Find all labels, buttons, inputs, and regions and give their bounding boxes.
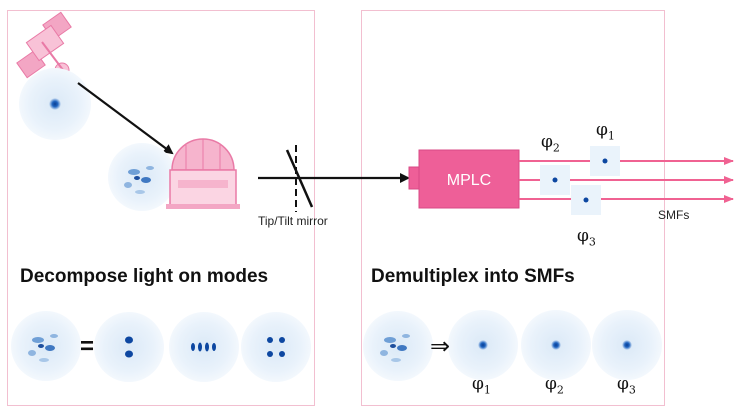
output-label-phi1: φ1 [472, 374, 491, 397]
equals-sign: = [80, 333, 95, 360]
mode-lp22-icon [241, 312, 311, 382]
satellite-icon [16, 11, 72, 79]
mirror-label: Tip/Tilt mirror [258, 214, 328, 228]
fiber-spot-3 [571, 185, 601, 215]
output-label-phi3: φ3 [617, 374, 636, 397]
demultiplex-heading: Demultiplex into SMFs [371, 266, 575, 287]
beam-label-phi3: φ3 [577, 226, 596, 249]
mode-lp31-icon [169, 312, 239, 382]
decompose-heading: Decompose light on modes [20, 266, 269, 287]
beam-label-phi1: φ1 [596, 120, 615, 143]
beam-label-phi2: φ2 [541, 132, 560, 155]
output-spot-2-icon [521, 310, 591, 380]
light-path-arrow [77, 82, 174, 155]
mplc-device: MPLC [408, 149, 520, 209]
tip-tilt-mirror-icon [285, 145, 314, 212]
telescope-icon [166, 138, 240, 209]
mode-lp11-icon [94, 312, 164, 382]
speckle-pattern-icon [108, 143, 176, 211]
demux-speckle-icon [363, 311, 433, 381]
bottom-speckle-icon [11, 311, 81, 381]
implies-arrow: ⇒ [430, 333, 451, 360]
mplc-label: MPLC [447, 172, 491, 189]
output-spot-1-icon [448, 310, 518, 380]
input-spot-icon [19, 68, 91, 140]
fiber-spot-2 [540, 165, 570, 195]
fiber-spot-1 [590, 146, 620, 176]
output-spot-3-icon [592, 310, 662, 380]
smfs-label: SMFs [658, 208, 690, 222]
output-label-phi2: φ2 [545, 374, 564, 397]
